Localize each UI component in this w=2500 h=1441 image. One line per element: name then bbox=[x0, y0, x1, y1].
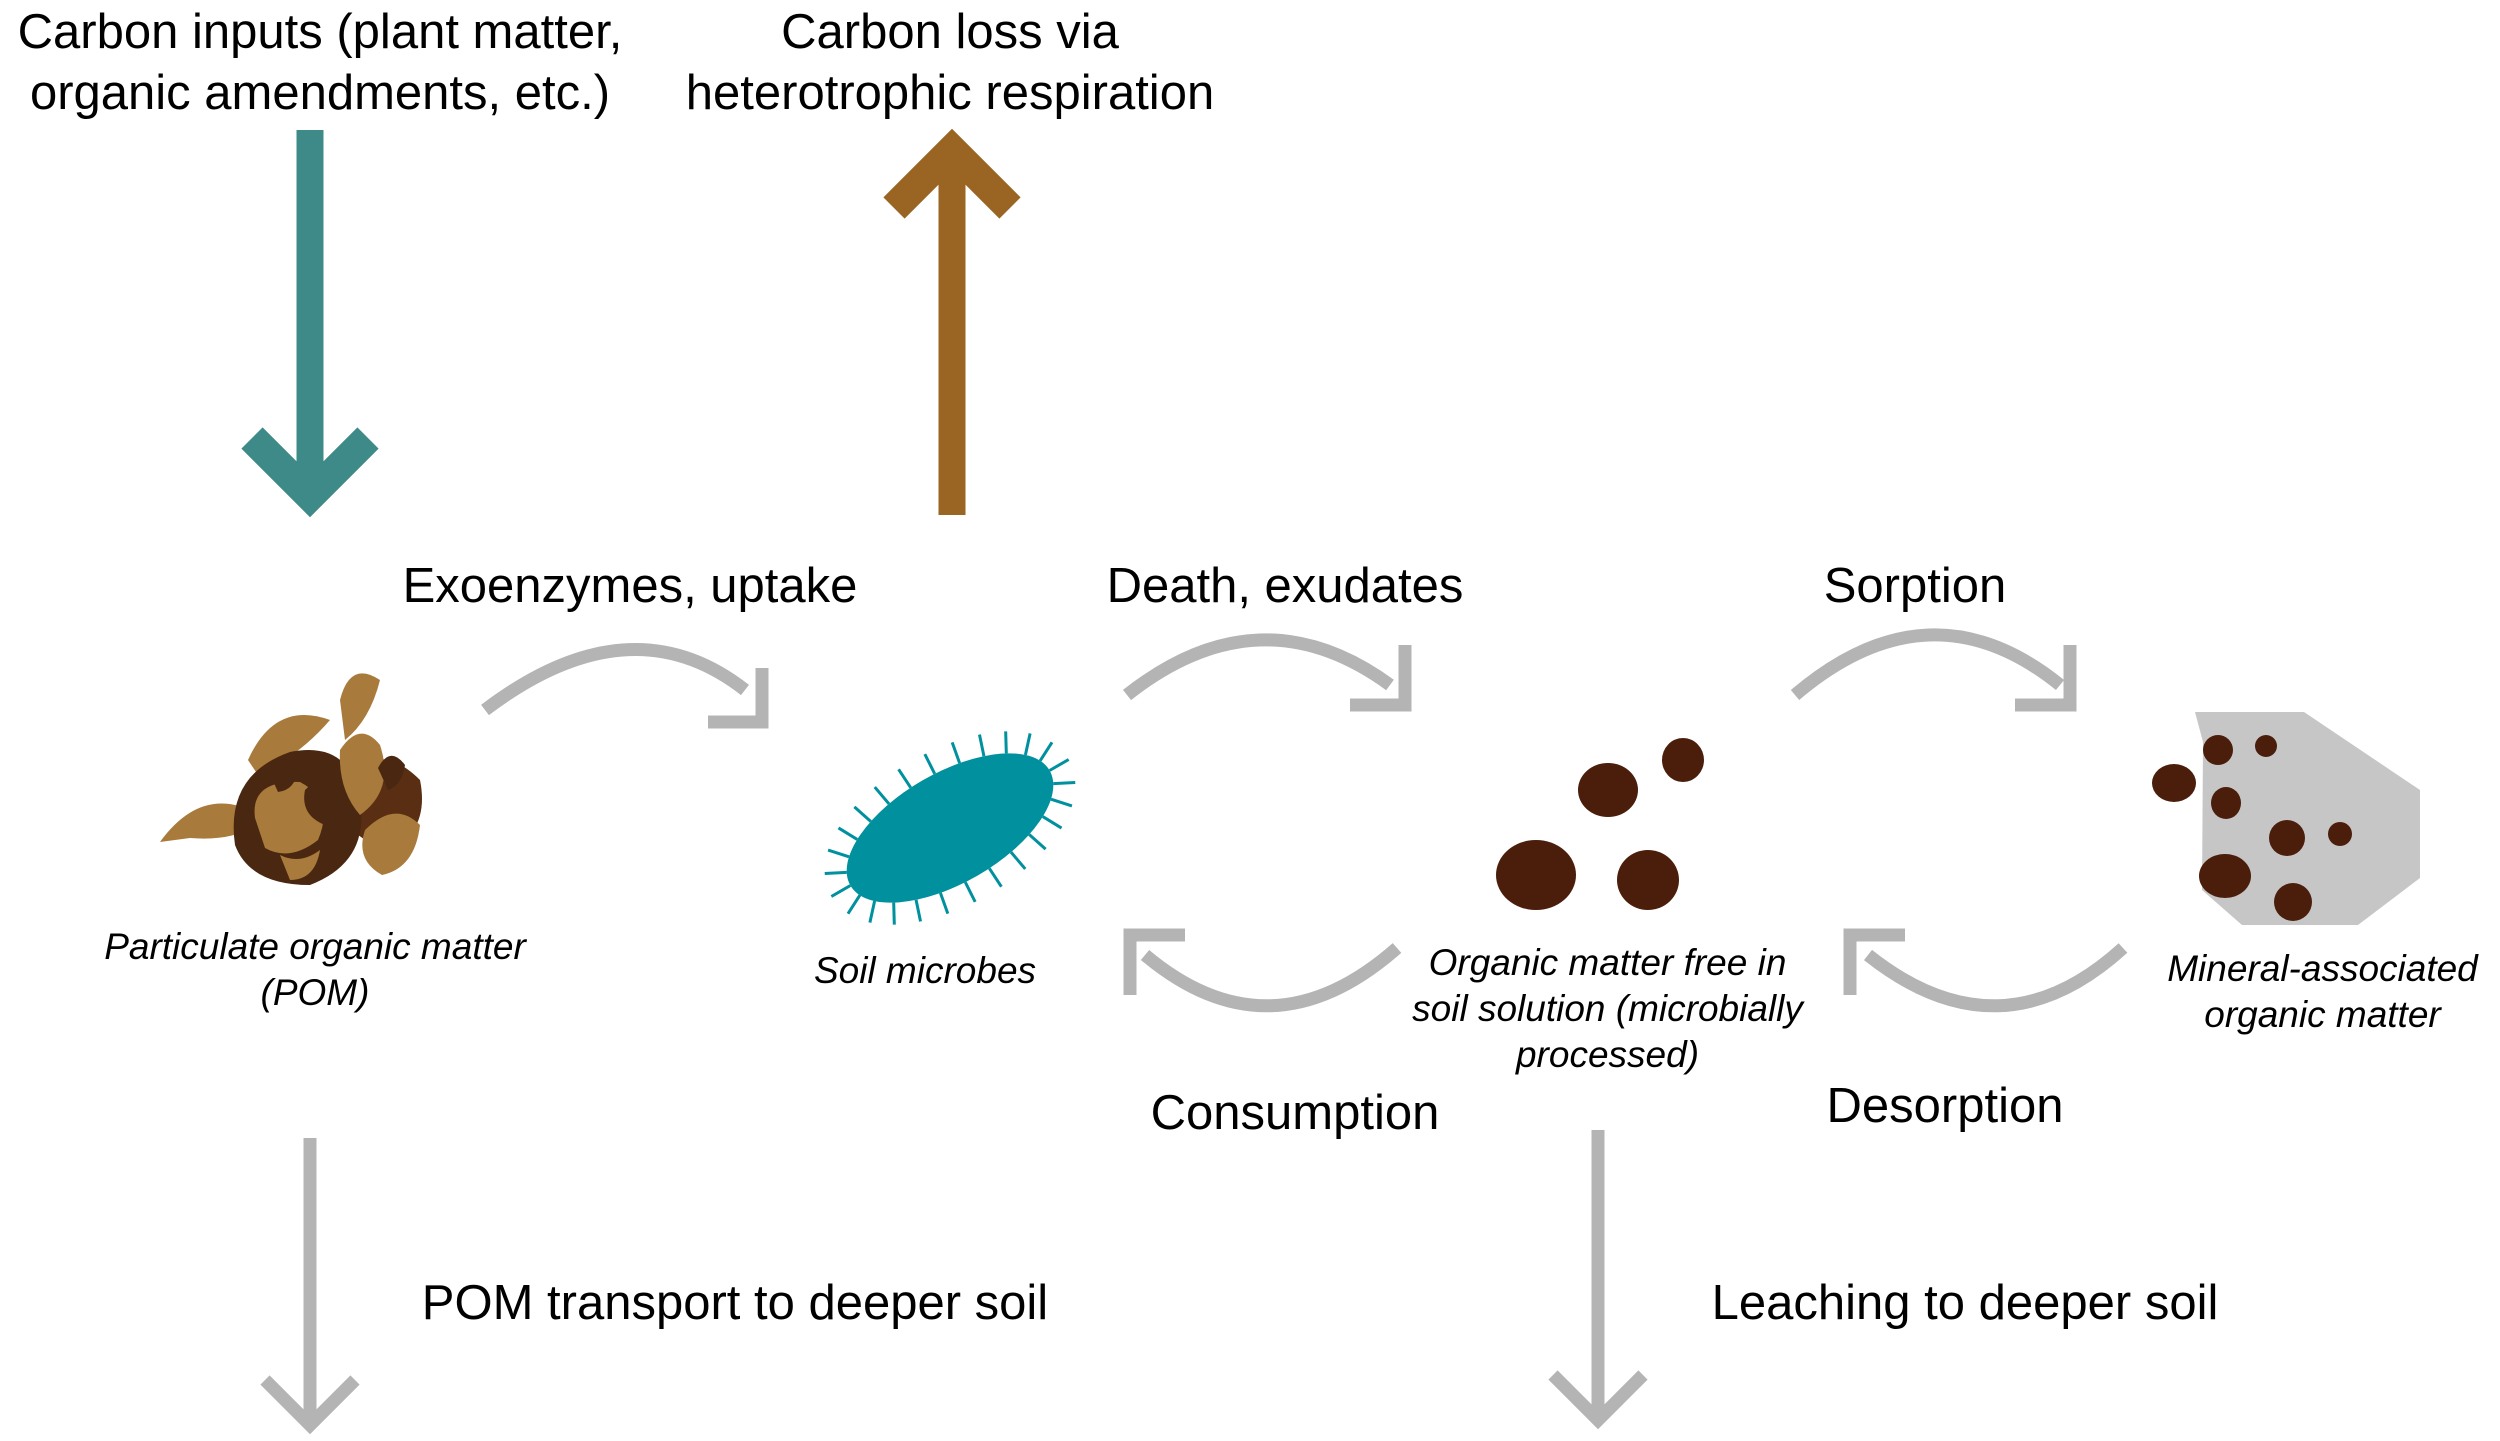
mineral-associated-label-line1: Mineral-associated bbox=[2167, 948, 2478, 989]
mineral-associated-label: Mineral-associated organic matter bbox=[2150, 946, 2495, 1038]
microbe-flagellum bbox=[824, 870, 847, 875]
exoenzymes-arrow bbox=[481, 643, 769, 729]
carbon-inputs-label-line1: Carbon inputs (plant matter, bbox=[17, 5, 623, 59]
carbon-loss-arrow bbox=[883, 128, 1021, 515]
mineral-particle bbox=[2152, 712, 2420, 925]
microbe-flagellum bbox=[853, 805, 872, 823]
carbon-loss-label-line2: heterotrophic respiration bbox=[685, 66, 1215, 120]
exoenzymes-label: Exoenzymes, uptake bbox=[402, 559, 858, 613]
desorption-label: Desorption bbox=[1826, 1079, 2064, 1133]
carbon-loss-label-line1: Carbon loss via bbox=[781, 5, 1119, 59]
microbe-flagellum bbox=[914, 899, 922, 922]
pom-pool-label: Particulate organic matter (POM) bbox=[60, 924, 570, 1016]
leaching-label: Leaching to deeper soil bbox=[1711, 1276, 2219, 1330]
consumption-arrow bbox=[1123, 928, 1402, 1013]
microbe-flagellum bbox=[897, 768, 912, 789]
death-exudates-arrow bbox=[1122, 633, 1412, 712]
sorption-arrow bbox=[1790, 628, 2077, 712]
microbe-flagellum bbox=[938, 892, 950, 915]
pom-illustration bbox=[160, 673, 422, 885]
microbe-flagellum bbox=[837, 826, 859, 841]
desorption-arrow bbox=[1843, 928, 2128, 1013]
microbe-flagellum bbox=[1023, 733, 1032, 756]
microbe-flagellum bbox=[1041, 815, 1063, 830]
microbe-flagellum bbox=[1004, 731, 1008, 754]
carbon-inputs-label-line2: organic amendments, etc.) bbox=[29, 66, 611, 120]
pom-pool-label-line1: Particulate organic matter bbox=[104, 926, 526, 967]
soil-microbe bbox=[824, 731, 1076, 925]
pom-transport-label: POM transport to deeper soil bbox=[421, 1276, 1049, 1330]
microbe-flagellum bbox=[1028, 833, 1047, 851]
microbe-flagellum bbox=[923, 753, 937, 775]
microbe-flagellum bbox=[978, 734, 986, 757]
carbon-input-arrow bbox=[241, 130, 379, 518]
death-exudates-label: Death, exudates bbox=[1106, 559, 1464, 613]
microbe-flagellum bbox=[1048, 758, 1070, 772]
pom-transport-arrow bbox=[260, 1138, 360, 1435]
free-organic-matter-label-line1: Organic matter free in bbox=[1428, 942, 1787, 983]
microbe-flagellum bbox=[892, 902, 896, 925]
microbe-flagellum bbox=[1053, 781, 1076, 786]
free-organic-matter-label-line2: soil solution (microbially bbox=[1412, 988, 1803, 1029]
microbe-flagellum bbox=[963, 881, 977, 903]
microbe-flagellum bbox=[1009, 851, 1027, 870]
sorption-label: Sorption bbox=[1823, 559, 2007, 613]
carbon-inputs-label: Carbon inputs (plant matter, organic ame… bbox=[0, 2, 640, 124]
microbe-flagellum bbox=[827, 848, 850, 859]
microbe-flagellum bbox=[950, 741, 962, 764]
leaching-arrow bbox=[1548, 1130, 1648, 1430]
soil-microbes-label: Soil microbes bbox=[813, 950, 1037, 991]
consumption-label: Consumption bbox=[1150, 1086, 1440, 1140]
free-organic-matter-label-line3: processed) bbox=[1515, 1034, 1700, 1075]
microbe-flagellum bbox=[988, 867, 1003, 888]
microbe-flagellum bbox=[873, 786, 891, 805]
microbe-flagellum bbox=[1050, 797, 1073, 808]
microbe-flagellum bbox=[846, 894, 862, 915]
microbe-flagellum bbox=[830, 884, 852, 898]
pom-pool-label-line2: (POM) bbox=[260, 972, 370, 1013]
mineral-associated-label-line2: organic matter bbox=[2204, 994, 2441, 1035]
microbe-flagellum bbox=[1038, 741, 1054, 762]
free-organic-matter-particles bbox=[1496, 738, 1704, 910]
microbe-flagellum bbox=[868, 900, 877, 923]
free-organic-matter-label: Organic matter free in soil solution (mi… bbox=[1380, 940, 1835, 1078]
carbon-loss-label: Carbon loss via heterotrophic respiratio… bbox=[655, 2, 1245, 124]
